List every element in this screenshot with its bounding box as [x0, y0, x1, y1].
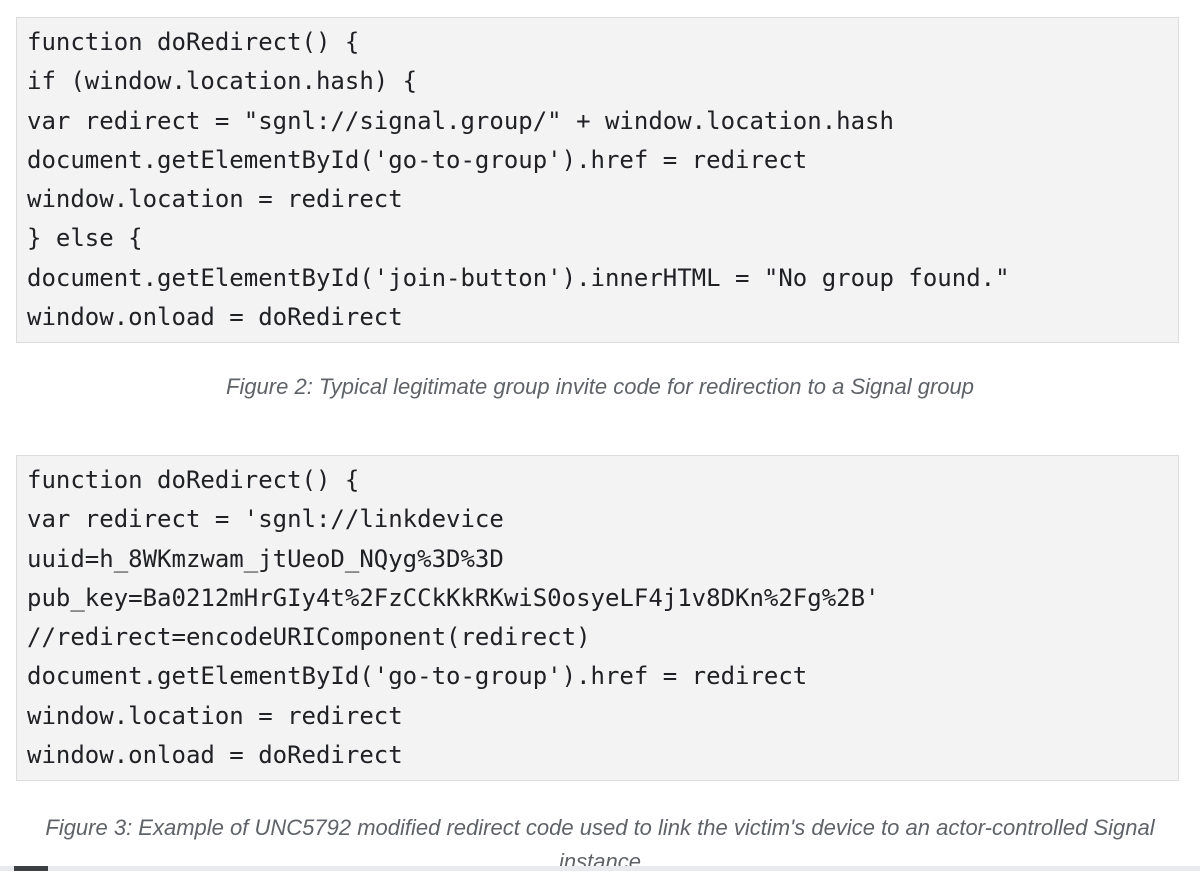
code-line: //redirect=encodeURIComponent(redirect) — [27, 623, 591, 652]
code-line: uuid=h_8WKmzwam_jtUeoD_NQyg%3D%3D — [27, 544, 504, 573]
figure-3-caption: Figure 3: Example of UNC5792 modified re… — [45, 815, 1155, 874]
figure-2-caption: Figure 2: Typical legitimate group invit… — [226, 374, 974, 399]
code-line: window.location = redirect — [27, 701, 403, 730]
code-block-figure-3: function doRedirect() { var redirect = '… — [16, 455, 1179, 781]
bottom-scroll-edge — [0, 866, 1200, 871]
bottom-edge-marker — [14, 866, 48, 871]
code-line: } else { — [27, 224, 143, 253]
code-line: document.getElementById('go-to-group').h… — [27, 662, 808, 691]
code-line: var redirect = "sgnl://signal.group/" + … — [27, 106, 894, 135]
code-block-figure-2: function doRedirect() { if (window.locat… — [16, 17, 1179, 343]
code-line: document.getElementById('join-button').i… — [27, 263, 1010, 292]
code-line: window.onload = doRedirect — [27, 741, 403, 770]
code-line: function doRedirect() { — [27, 28, 360, 56]
code-line: function doRedirect() { — [27, 466, 360, 494]
code-line: if (window.location.hash) { — [27, 67, 418, 96]
code-line: var redirect = 'sgnl://linkdevice — [27, 505, 504, 534]
code-line: window.location = redirect — [27, 185, 403, 214]
code-line: document.getElementById('go-to-group').h… — [27, 145, 808, 174]
code-line: window.onload = doRedirect — [27, 303, 403, 332]
code-line: pub_key=Ba0212mHrGIy4t%2FzCCkKkRKwiS0osy… — [27, 583, 880, 612]
